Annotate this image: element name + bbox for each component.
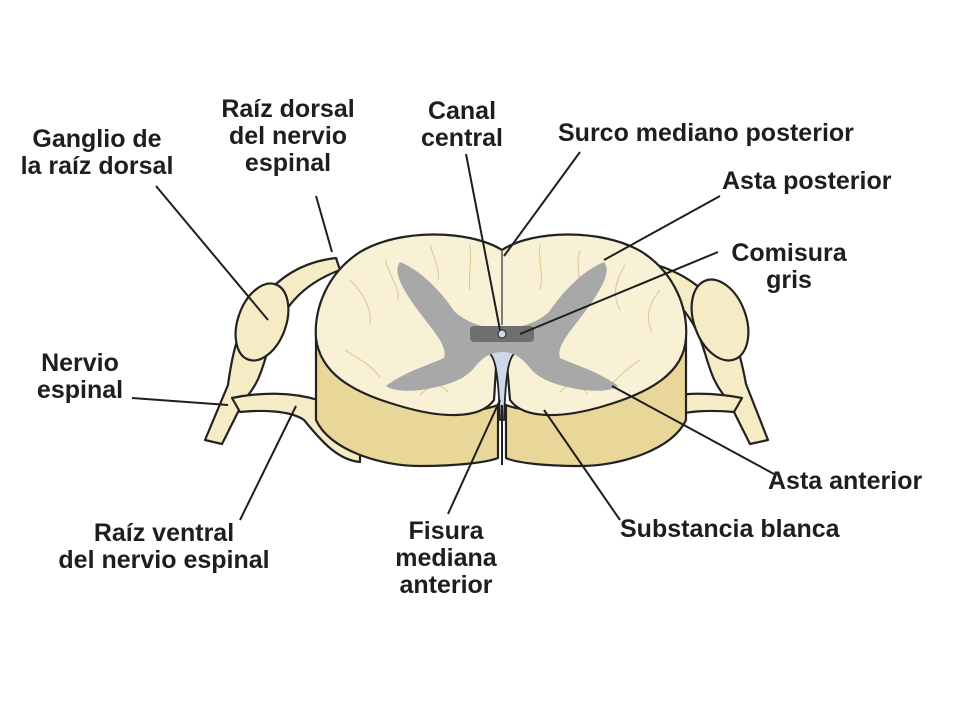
leader-asta-anterior: [611, 385, 775, 475]
leader-asta-posterior: [603, 195, 721, 261]
label-fisura-line2: mediana: [395, 544, 497, 572]
label-canal-central-line1: Canal: [427, 97, 497, 125]
gray-matter: [386, 262, 618, 391]
label-fisura-line1: Fisura: [408, 517, 484, 545]
label-raiz-ventral-line1: Raíz ventral: [93, 519, 235, 547]
leader-raiz-dorsal: [315, 195, 333, 253]
leader-surco: [503, 151, 581, 257]
label-raiz-dorsal: Raíz dorsal del nervio espinal: [200, 96, 376, 177]
central-canal: [497, 329, 507, 339]
label-comisura-line1: Comisura: [731, 239, 847, 267]
label-asta-posterior: Asta posterior: [722, 168, 891, 195]
label-substancia: Substancia blanca: [620, 516, 840, 543]
label-fisura: Fisura mediana anterior: [380, 518, 512, 599]
label-raiz-dorsal-line2: del nervio: [228, 122, 348, 150]
label-ganglio-line2: la raíz dorsal: [20, 152, 174, 180]
dorsal-root-ganglion: [234, 282, 290, 362]
label-comisura: Comisura gris: [716, 240, 862, 294]
label-fisura-line3: anterior: [399, 571, 493, 599]
right-ganglion: [690, 278, 750, 362]
leader-canal-central: [465, 153, 501, 331]
label-nervio-espinal: Nervio espinal: [22, 350, 138, 404]
label-ganglio-line1: Ganglio de: [32, 125, 162, 153]
leader-ganglio: [155, 185, 269, 321]
leader-lines: [131, 151, 775, 521]
label-surco-line1: Surco mediano posterior: [558, 119, 854, 147]
label-raiz-dorsal-line1: Raíz dorsal: [221, 95, 355, 123]
label-ganglio: Ganglio de la raíz dorsal: [2, 126, 192, 180]
label-raiz-ventral-line2: del nervio espinal: [58, 546, 270, 574]
label-surco: Surco mediano posterior: [558, 120, 854, 147]
leader-fisura: [447, 399, 501, 515]
spinal-cord: [314, 233, 688, 468]
label-nervio-espinal-line1: Nervio: [41, 349, 119, 377]
white-matter-texture: [344, 244, 661, 396]
leader-raiz-ventral: [239, 405, 297, 521]
label-canal-central: Canal central: [404, 98, 520, 152]
leader-nervio-espinal: [131, 397, 229, 406]
label-substancia-line1: Substancia blanca: [620, 515, 840, 543]
leader-substancia: [543, 409, 621, 521]
label-nervio-espinal-line2: espinal: [36, 376, 124, 404]
label-raiz-ventral: Raíz ventral del nervio espinal: [34, 520, 294, 574]
label-canal-central-line2: central: [421, 124, 503, 152]
label-comisura-line2: gris: [766, 266, 812, 294]
leader-comisura: [519, 251, 719, 335]
label-asta-posterior-line1: Asta posterior: [722, 167, 892, 195]
label-raiz-dorsal-line3: espinal: [244, 149, 332, 177]
label-asta-anterior-line1: Asta anterior: [768, 467, 923, 495]
label-asta-anterior: Asta anterior: [768, 468, 922, 495]
